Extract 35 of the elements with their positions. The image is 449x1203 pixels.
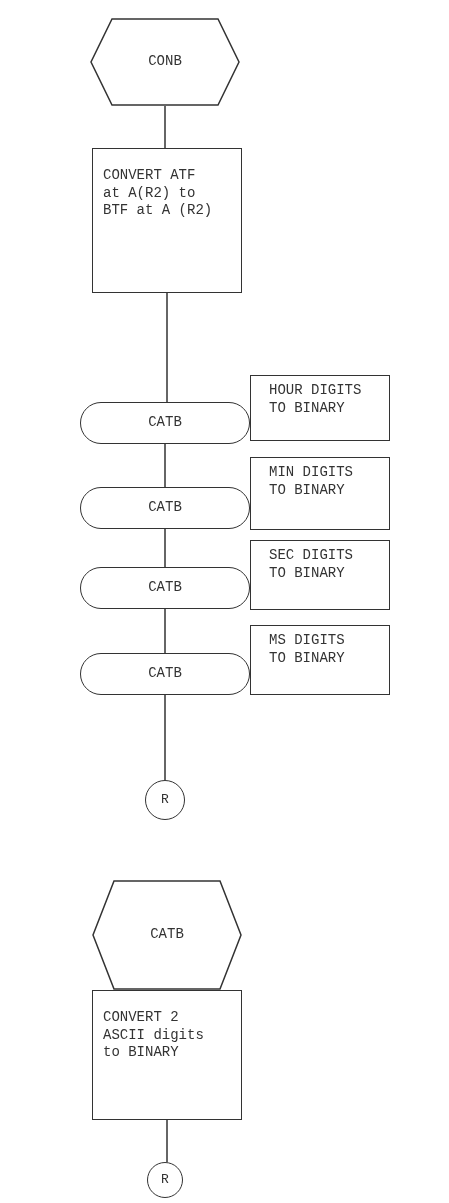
- node-label: CATB: [148, 579, 182, 597]
- connector-circle: [145, 780, 185, 820]
- subroutine-call-box: [80, 567, 250, 609]
- node-label: CONVERT ATF at A(R2) to BTF at A (R2): [103, 167, 214, 220]
- connector-line: [164, 608, 166, 654]
- connector-line: [166, 292, 168, 403]
- node-label: CONB: [148, 53, 182, 71]
- node-label: MS DIGITS TO BINARY: [269, 632, 346, 667]
- process-box: [92, 148, 242, 293]
- annotation-box: [250, 375, 390, 441]
- node-label: R: [161, 791, 169, 809]
- node-label: HOUR DIGITS TO BINARY: [269, 382, 363, 417]
- subroutine-call-box: [80, 402, 250, 444]
- annotation-box: [250, 457, 390, 530]
- node-label: CONVERT 2 ASCII digits to BINARY: [103, 1009, 205, 1062]
- connector-line: [164, 694, 166, 781]
- node-label: MIN DIGITS TO BINARY: [269, 464, 354, 499]
- subroutine-call-box: [80, 653, 250, 695]
- connector-line: [166, 1119, 168, 1163]
- annotation-box: [250, 540, 390, 610]
- node-label: CATB: [148, 499, 182, 517]
- hexagon-box: [90, 18, 240, 106]
- connector-line: [164, 528, 166, 568]
- subroutine-call-box: [80, 487, 250, 529]
- connector-circle: [147, 1162, 183, 1198]
- node-label: SEC DIGITS TO BINARY: [269, 547, 354, 582]
- node-label: CATB: [148, 665, 182, 683]
- hexagon-box: [92, 880, 242, 990]
- node-label: CATB: [148, 414, 182, 432]
- node-label: CATB: [150, 926, 184, 944]
- process-box: [92, 990, 242, 1120]
- annotation-box: [250, 625, 390, 695]
- node-label: R: [161, 1171, 169, 1189]
- connector-line: [164, 443, 166, 488]
- connector-line: [164, 105, 166, 149]
